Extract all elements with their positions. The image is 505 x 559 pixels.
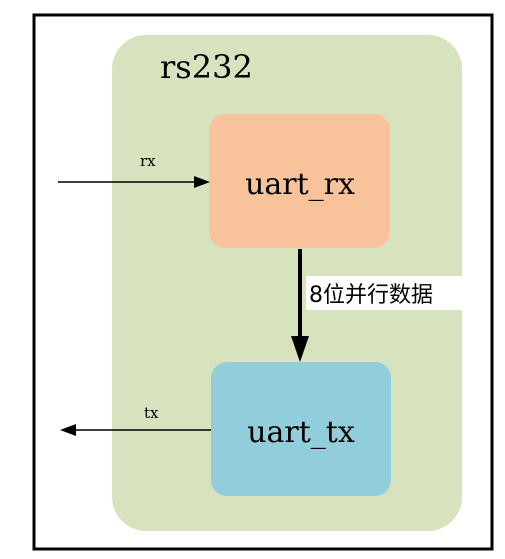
uart-tx-block [211,362,391,496]
uart-rx-label: uart_rx [245,167,355,202]
uart-rx-block [209,114,390,248]
tx-output-arrow [60,424,211,436]
module-title: rs232 [160,48,253,86]
parallel-data-arrow [291,249,309,362]
rx-signal-label: rx [140,152,156,170]
parallel-data-label: 8位并行数据 [309,283,433,308]
uart-tx-label: uart_tx [247,415,355,450]
rx-input-arrow [58,176,210,188]
tx-signal-label: tx [144,404,159,422]
parallel-data-label-bg [306,276,462,310]
